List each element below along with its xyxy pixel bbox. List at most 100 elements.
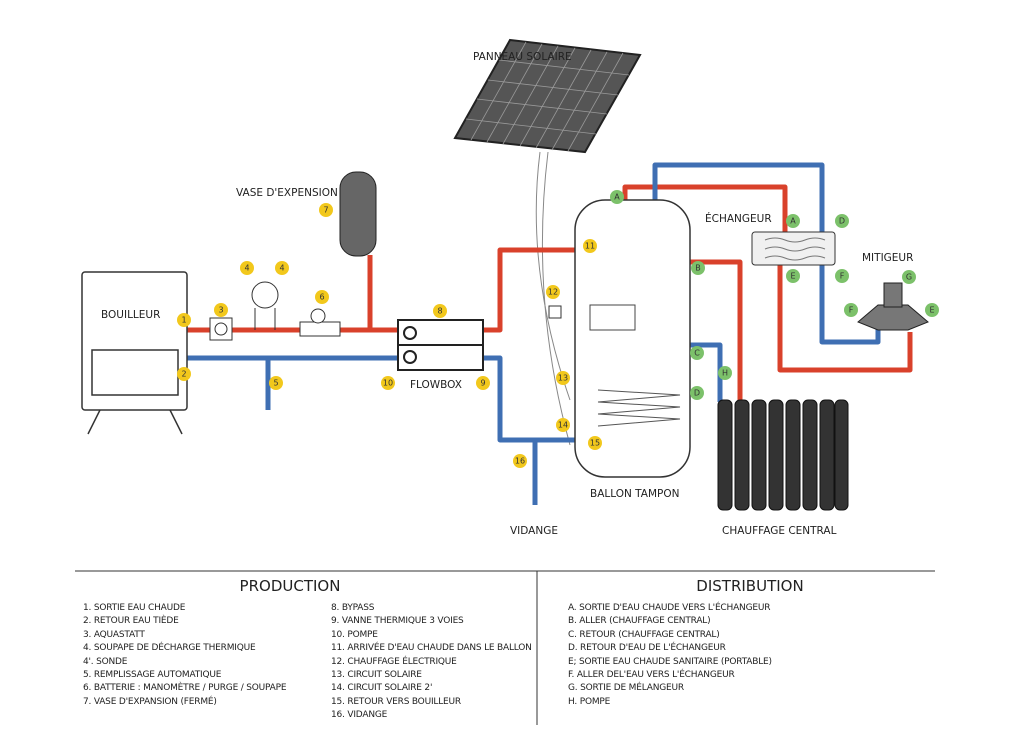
production-list-2: 8. BYPASS 9. VANNE THERMIQUE 3 VOIES 10.… xyxy=(331,602,532,723)
svg-text:D: D xyxy=(839,217,845,226)
svg-text:F: F xyxy=(840,272,845,281)
legend-item: 2. RETOUR EAU TIÈDE xyxy=(83,616,179,627)
badge-1: 1 xyxy=(177,313,191,327)
legend-item: 11. ARRIVÉE D'EAU CHAUDE DANS LE BALLON xyxy=(331,643,532,654)
heat-exchanger xyxy=(751,231,836,266)
svg-text:5: 5 xyxy=(273,379,278,388)
svg-text:H: H xyxy=(722,369,728,378)
svg-text:16: 16 xyxy=(515,457,525,466)
svg-text:F: F xyxy=(849,306,854,315)
legend-item: G. SORTIE DE MÉLANGEUR xyxy=(568,683,684,694)
svg-text:A: A xyxy=(614,193,620,202)
svg-text:10: 10 xyxy=(383,379,393,388)
badge-a: A xyxy=(610,190,624,204)
svg-text:7: 7 xyxy=(323,206,328,215)
badge-b: B xyxy=(691,261,705,275)
cold-pipe xyxy=(819,265,881,345)
svg-text:13: 13 xyxy=(558,374,568,383)
expansion-vessel-label: VASE D'EXPENSION xyxy=(236,187,338,199)
boiler-label: BOUILLEUR xyxy=(101,309,160,321)
boiler xyxy=(81,271,188,435)
exchanger-label: ÉCHANGEUR xyxy=(705,212,772,225)
legend-item: 4'. SONDE xyxy=(83,656,128,667)
badge-12: 12 xyxy=(546,285,560,299)
legend-item: 4. SOUPAPE DE DÉCHARGE THERMIQUE xyxy=(83,643,256,654)
badge-h: H xyxy=(718,366,732,380)
badge-9: 9 xyxy=(476,376,490,390)
legend-item: 13. CIRCUIT SOLAIRE xyxy=(331,670,422,681)
aquastat xyxy=(209,317,233,341)
badge-13: 13 xyxy=(556,371,570,385)
svg-text:9: 9 xyxy=(480,379,485,388)
legend-item: 5. REMPLISSAGE AUTOMATIQUE xyxy=(83,670,222,681)
badge-16: 16 xyxy=(513,454,527,468)
cold-pipe xyxy=(690,342,723,402)
svg-text:E: E xyxy=(790,272,795,281)
mixer-valve xyxy=(857,282,929,331)
legend-item: D. RETOUR D'EAU DE L'ÉCHANGEUR xyxy=(568,643,726,654)
svg-text:G: G xyxy=(906,273,912,282)
badge-a: A xyxy=(786,214,800,228)
legend-item: 10. POMPE xyxy=(331,629,378,640)
svg-text:B: B xyxy=(695,264,701,273)
badge-14: 14 xyxy=(556,418,570,432)
buffer-tank xyxy=(548,199,691,478)
hot-pipe xyxy=(777,265,913,373)
legend-item: A. SORTIE D'EAU CHAUDE VERS L'ÉCHANGEUR xyxy=(568,603,771,613)
legend-item: E; SORTIE EAU CHAUDE SANITAIRE (PORTABLE… xyxy=(568,656,772,667)
badge-c: C xyxy=(690,346,704,360)
distribution-title: DISTRIBUTION xyxy=(696,577,804,595)
badge-d: D xyxy=(835,214,849,228)
badge-e: E xyxy=(925,303,939,317)
badge-g: G xyxy=(902,270,916,284)
legend-item: H. POMPE xyxy=(568,696,611,707)
drain-label: VIDANGE xyxy=(510,525,558,537)
svg-text:3: 3 xyxy=(218,306,223,315)
legend-item: 12. CHAUFFAGE ÉLECTRIQUE xyxy=(331,656,457,667)
legend-item: C. RETOUR (CHAUFFAGE CENTRAL) xyxy=(568,629,720,640)
badge-3: 3 xyxy=(214,303,228,317)
legend-item: B. ALLER (CHAUFFAGE CENTRAL) xyxy=(568,616,711,627)
badge-10: 10 xyxy=(381,376,395,390)
expansion-vessel xyxy=(339,171,377,257)
svg-text:12: 12 xyxy=(548,288,558,297)
number-badges: 1 2 3 4 4 6 7 8 5 10 9 11 12 13 14 15 16 xyxy=(177,203,602,468)
svg-text:E: E xyxy=(929,306,934,315)
production-list-1: 1. SORTIE EAU CHAUDE 2. RETOUR EAU TIÈDE… xyxy=(83,602,287,709)
legend-item: 14. CIRCUIT SOLAIRE 2' xyxy=(331,683,433,694)
legend-item: F. ALLER DEL'EAU VERS L'ÉCHANGEUR xyxy=(568,670,735,681)
mixer-label: MITIGEUR xyxy=(862,252,913,264)
svg-text:4: 4 xyxy=(279,264,284,273)
legend-item: 8. BYPASS xyxy=(331,603,375,613)
legend-item: 15. RETOUR VERS BOUILLEUR xyxy=(331,696,461,707)
production-title: PRODUCTION xyxy=(239,577,341,595)
hot-pipe xyxy=(690,259,743,402)
letter-badges: A A D B E F G F E C H D xyxy=(610,190,939,400)
solar-panel xyxy=(453,38,642,446)
thermal-relief-valve xyxy=(251,281,279,330)
svg-text:2: 2 xyxy=(181,370,186,379)
badge-7: 7 xyxy=(319,203,333,217)
badge-15: 15 xyxy=(588,436,602,450)
badge-2: 2 xyxy=(177,367,191,381)
cold-pipe xyxy=(483,355,578,443)
solar-panel-label: PANNEAU SOLAIRE xyxy=(473,51,572,63)
hot-pipe xyxy=(622,184,788,235)
badge-e: E xyxy=(786,269,800,283)
svg-text:11: 11 xyxy=(585,242,595,251)
badge-6: 6 xyxy=(315,290,329,304)
legend-item: 9. VANNE THERMIQUE 3 VOIES xyxy=(331,616,464,627)
svg-text:1: 1 xyxy=(181,316,186,325)
badge-4: 4 xyxy=(240,261,254,275)
legend-item: 6. BATTERIE : MANOMÈTRE / PURGE / SOUPAP… xyxy=(83,683,287,694)
flowbox xyxy=(397,319,484,371)
badge-d: D xyxy=(690,386,704,400)
legend-item: 16. VIDANGE xyxy=(331,710,388,721)
badge-f: F xyxy=(835,269,849,283)
legend-item: 7. VASE D'EXPANSION (FERMÉ) xyxy=(83,696,217,707)
hot-pipe xyxy=(483,247,578,333)
radiator-label: CHAUFFAGE CENTRAL xyxy=(722,525,837,537)
svg-text:8: 8 xyxy=(437,307,442,316)
badge-5: 5 xyxy=(269,376,283,390)
